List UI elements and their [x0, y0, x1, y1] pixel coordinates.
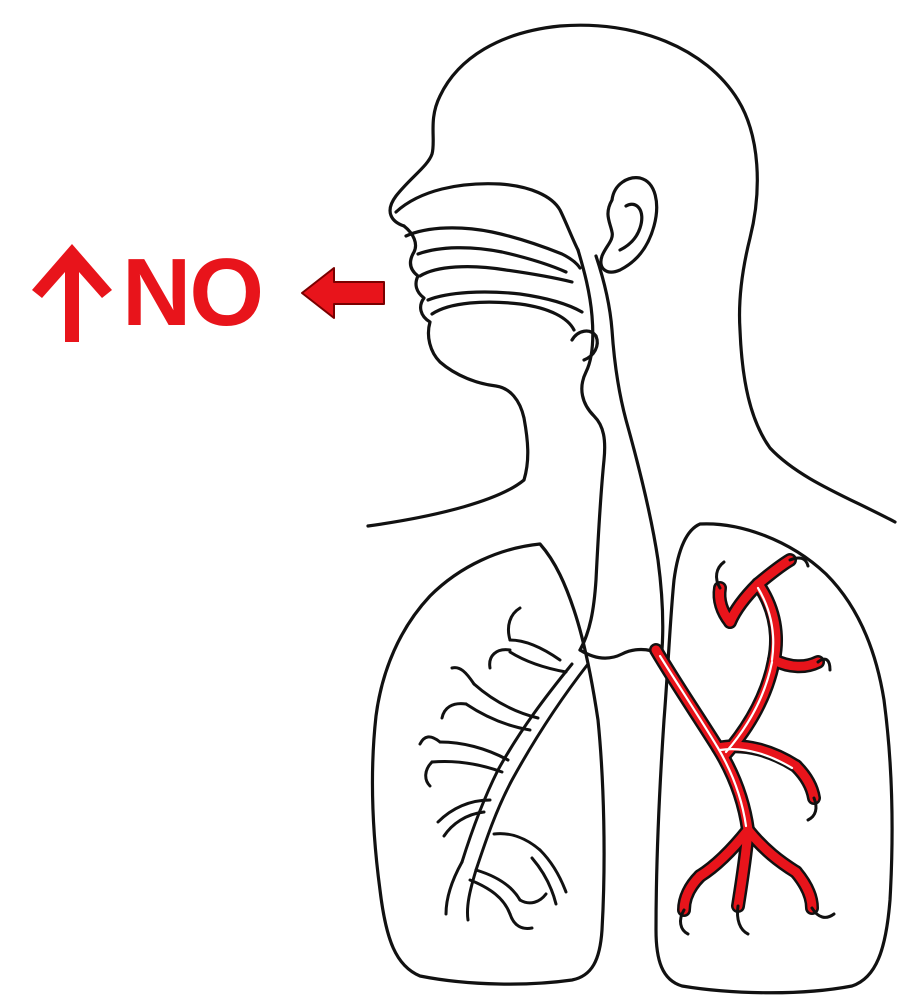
left-arrow-icon — [298, 262, 390, 324]
head-outline — [390, 25, 895, 522]
annotation-text: NO — [122, 245, 262, 341]
pharynx-left-wall — [578, 250, 605, 650]
left-lung-outline — [373, 544, 605, 984]
no-annotation: NO — [26, 238, 262, 348]
up-arrow-icon — [26, 238, 118, 348]
right-bronchial-tree — [656, 558, 834, 934]
ear-inner — [620, 204, 642, 250]
ear-outline — [601, 178, 657, 272]
nasal-passage-upper — [406, 228, 580, 268]
nasal-passage-lower — [420, 267, 572, 282]
trachea-split — [580, 650, 660, 659]
nasal-cavity — [396, 184, 578, 250]
tongue — [432, 302, 574, 330]
left-bronchial-tree — [420, 608, 588, 928]
